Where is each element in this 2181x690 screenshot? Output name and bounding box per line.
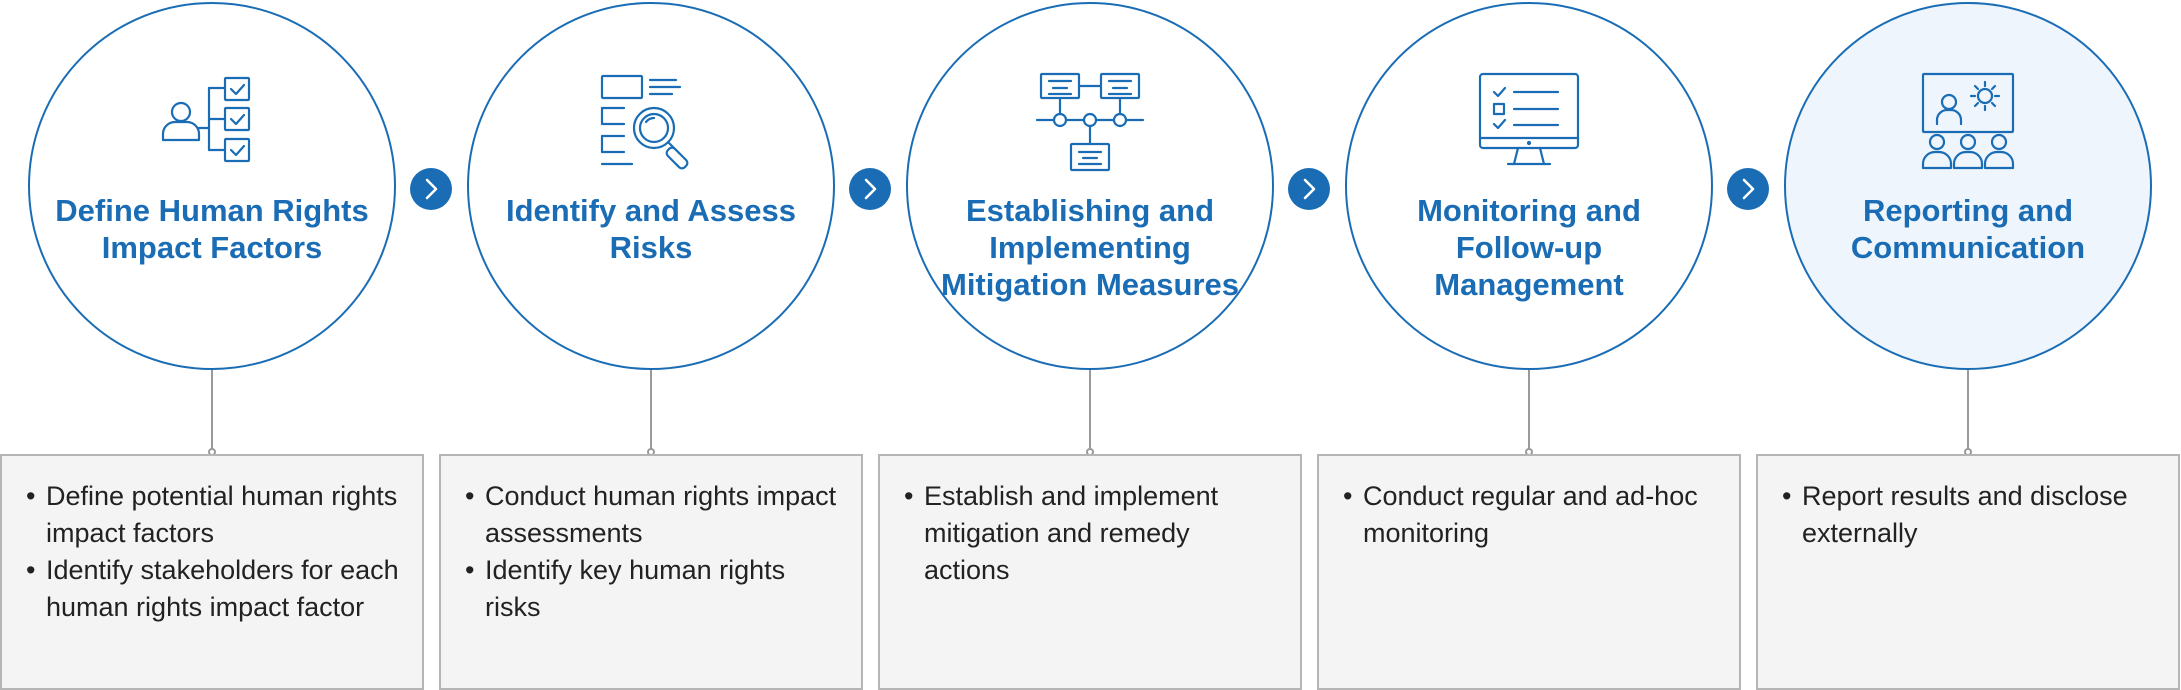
step-5-connector: [1967, 370, 1969, 452]
step-1-circle: Define Human Rights Impact Factors: [28, 2, 396, 370]
step-3-bullet-list: Establish and implement mitigation and r…: [904, 478, 1282, 589]
step-1-title: Define Human Rights Impact Factors: [55, 193, 369, 265]
step-2-bullet-list: Conduct human rights impact assessments …: [465, 478, 843, 626]
bullet-item: Identify key human rights risks: [465, 552, 843, 626]
presentation-audience-icon: [1913, 68, 2023, 178]
step-4-connector: [1528, 370, 1530, 452]
step-1-bullet-list: Define potential human rights impact fac…: [26, 478, 404, 626]
bullet-item: Conduct human rights impact assessments: [465, 478, 843, 552]
step-5-circle: Reporting and Communication: [1784, 2, 2152, 370]
bullet-item: Define potential human rights impact fac…: [26, 478, 404, 552]
step-2-description-box: Conduct human rights impact assessments …: [439, 454, 863, 690]
step-3-description-box: Establish and implement mitigation and r…: [878, 454, 1302, 690]
step-2-circle: Identify and Assess Risks: [467, 2, 835, 370]
next-arrow-icon: [1727, 168, 1769, 210]
step-4-circle: Monitoring and Follow-up Management: [1345, 2, 1713, 370]
person-checklist-icon: [157, 68, 267, 178]
next-arrow-icon: [849, 168, 891, 210]
step-2-connector: [650, 370, 652, 452]
magnifier-document-icon: [596, 68, 706, 178]
step-2-title: Identify and Assess Risks: [505, 193, 796, 265]
next-arrow-icon: [1288, 168, 1330, 210]
step-5-description-box: Report results and disclose externally: [1756, 454, 2180, 690]
step-4-description-box: Conduct regular and ad-hoc monitoring: [1317, 454, 1741, 690]
step-3-circle: Establishing and Implementing Mitigation…: [906, 2, 1274, 370]
bullet-item: Identify stakeholders for each human rig…: [26, 552, 404, 626]
step-3-title: Establishing and Implementing Mitigation…: [941, 193, 1239, 302]
bullet-item: Conduct regular and ad-hoc monitoring: [1343, 478, 1721, 552]
next-arrow-icon: [410, 168, 452, 210]
monitor-checklist-icon: [1474, 68, 1584, 178]
step-1-description-box: Define potential human rights impact fac…: [0, 454, 424, 690]
bullet-item: Establish and implement mitigation and r…: [904, 478, 1282, 589]
step-3-connector: [1089, 370, 1091, 452]
step-4-title: Monitoring and Follow-up Management: [1417, 193, 1641, 302]
process-flow-icon: [1035, 68, 1145, 178]
step-5-bullet-list: Report results and disclose externally: [1782, 478, 2160, 552]
bullet-item: Report results and disclose externally: [1782, 478, 2160, 552]
step-1-connector: [211, 370, 213, 452]
step-4-bullet-list: Conduct regular and ad-hoc monitoring: [1343, 478, 1721, 552]
step-5-title: Reporting and Communication: [1850, 193, 2086, 265]
